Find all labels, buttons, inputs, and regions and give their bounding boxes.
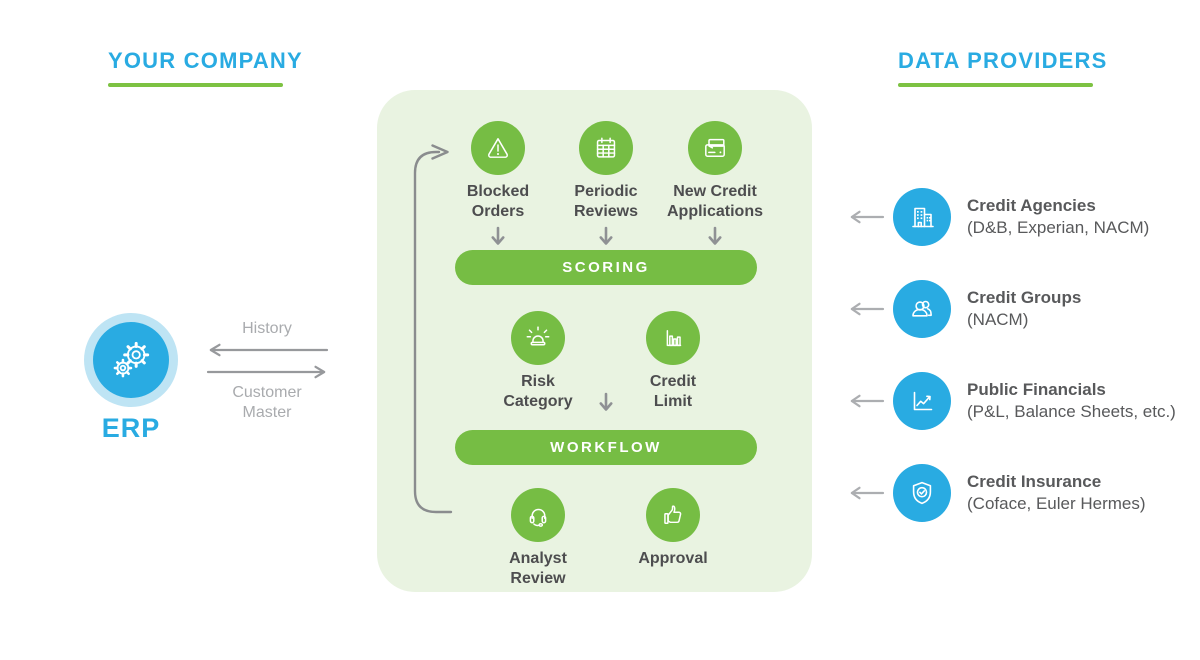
risk-category-node: Risk Category bbox=[476, 311, 600, 412]
thumbs-up-icon bbox=[664, 505, 682, 525]
scoring-bar: SCORING bbox=[455, 250, 757, 285]
left-arrow-icon bbox=[850, 302, 885, 316]
approval-node: Approval bbox=[611, 488, 735, 569]
blocked-orders-node: Blocked Orders bbox=[436, 121, 560, 248]
credit-insurance-row: Credit Insurance (Coface, Euler Hermes) bbox=[845, 464, 1146, 522]
credit-insurance-title: Credit Insurance bbox=[967, 472, 1102, 491]
green-underline bbox=[898, 83, 1093, 87]
left-arrow-icon bbox=[209, 343, 328, 357]
erp-circle bbox=[93, 322, 169, 398]
warning-triangle-icon bbox=[487, 138, 509, 158]
alarm-icon bbox=[526, 326, 550, 346]
shield-check-icon bbox=[912, 481, 932, 505]
periodic-reviews-label: Periodic Reviews bbox=[573, 183, 639, 220]
credit-groups-row: Credit Groups (NACM) bbox=[845, 280, 1081, 338]
down-arrow-icon bbox=[708, 226, 722, 245]
data-providers-heading-text: DATA PROVIDERS bbox=[898, 48, 1108, 73]
line-chart-icon bbox=[913, 391, 933, 411]
right-arrow-icon bbox=[206, 365, 325, 379]
workflow-bar: WORKFLOW bbox=[455, 430, 757, 465]
history-label: History bbox=[242, 320, 292, 337]
public-financials-title: Public Financials bbox=[967, 380, 1106, 399]
analyst-review-label: Analyst Review bbox=[509, 550, 567, 587]
left-arrow-icon bbox=[850, 210, 885, 224]
credit-limit-label: Credit Limit bbox=[649, 373, 697, 410]
headset-icon bbox=[529, 508, 547, 527]
data-providers-heading: DATA PROVIDERS bbox=[898, 48, 1108, 87]
new-credit-applications-label: New Credit Applications bbox=[666, 183, 763, 220]
credit-agencies-subtitle: (D&B, Experian, NACM) bbox=[967, 218, 1150, 237]
left-arrow-icon bbox=[850, 486, 885, 500]
periodic-reviews-node: Periodic Reviews bbox=[544, 121, 668, 248]
customer-master-label: Customer Master bbox=[232, 384, 302, 421]
green-underline bbox=[108, 83, 283, 87]
public-financials-subtitle: (P&L, Balance Sheets, etc.) bbox=[967, 402, 1176, 421]
credit-process-panel: Blocked Orders Periodic Reviews bbox=[377, 90, 812, 592]
gears-icon bbox=[113, 341, 150, 378]
risk-category-label: Risk Category bbox=[503, 373, 573, 410]
building-icon bbox=[912, 207, 934, 228]
credit-limit-node: Credit Limit bbox=[611, 311, 735, 412]
approval-label: Approval bbox=[638, 550, 708, 567]
down-arrow-icon bbox=[599, 392, 613, 411]
your-company-heading-text: YOUR COMPANY bbox=[108, 48, 303, 73]
down-arrow-icon bbox=[491, 226, 505, 245]
credit-agencies-title: Credit Agencies bbox=[967, 196, 1096, 215]
credit-groups-title: Credit Groups bbox=[967, 288, 1082, 307]
credit-agencies-row: Credit Agencies (D&B, Experian, NACM) bbox=[845, 188, 1149, 246]
down-arrow-icon bbox=[599, 226, 613, 245]
calendar-icon bbox=[596, 137, 616, 158]
erp-node bbox=[84, 313, 178, 407]
credit-insurance-subtitle: (Coface, Euler Hermes) bbox=[967, 494, 1146, 513]
erp-exchange: History Customer Master bbox=[202, 319, 332, 423]
analyst-review-node: Analyst Review bbox=[476, 488, 600, 589]
public-financials-row: Public Financials (P&L, Balance Sheets, … bbox=[845, 372, 1176, 430]
erp-label: ERP bbox=[101, 413, 161, 443]
bar-chart-icon bbox=[666, 329, 682, 347]
left-arrow-icon bbox=[850, 394, 885, 408]
your-company-heading: YOUR COMPANY bbox=[108, 48, 303, 87]
blocked-orders-label: Blocked Orders bbox=[466, 183, 530, 220]
new-credit-applications-node: New Credit Applications bbox=[653, 121, 777, 248]
people-group-icon bbox=[912, 300, 932, 317]
credit-groups-subtitle: (NACM) bbox=[967, 310, 1029, 329]
wallet-icon bbox=[705, 138, 725, 158]
